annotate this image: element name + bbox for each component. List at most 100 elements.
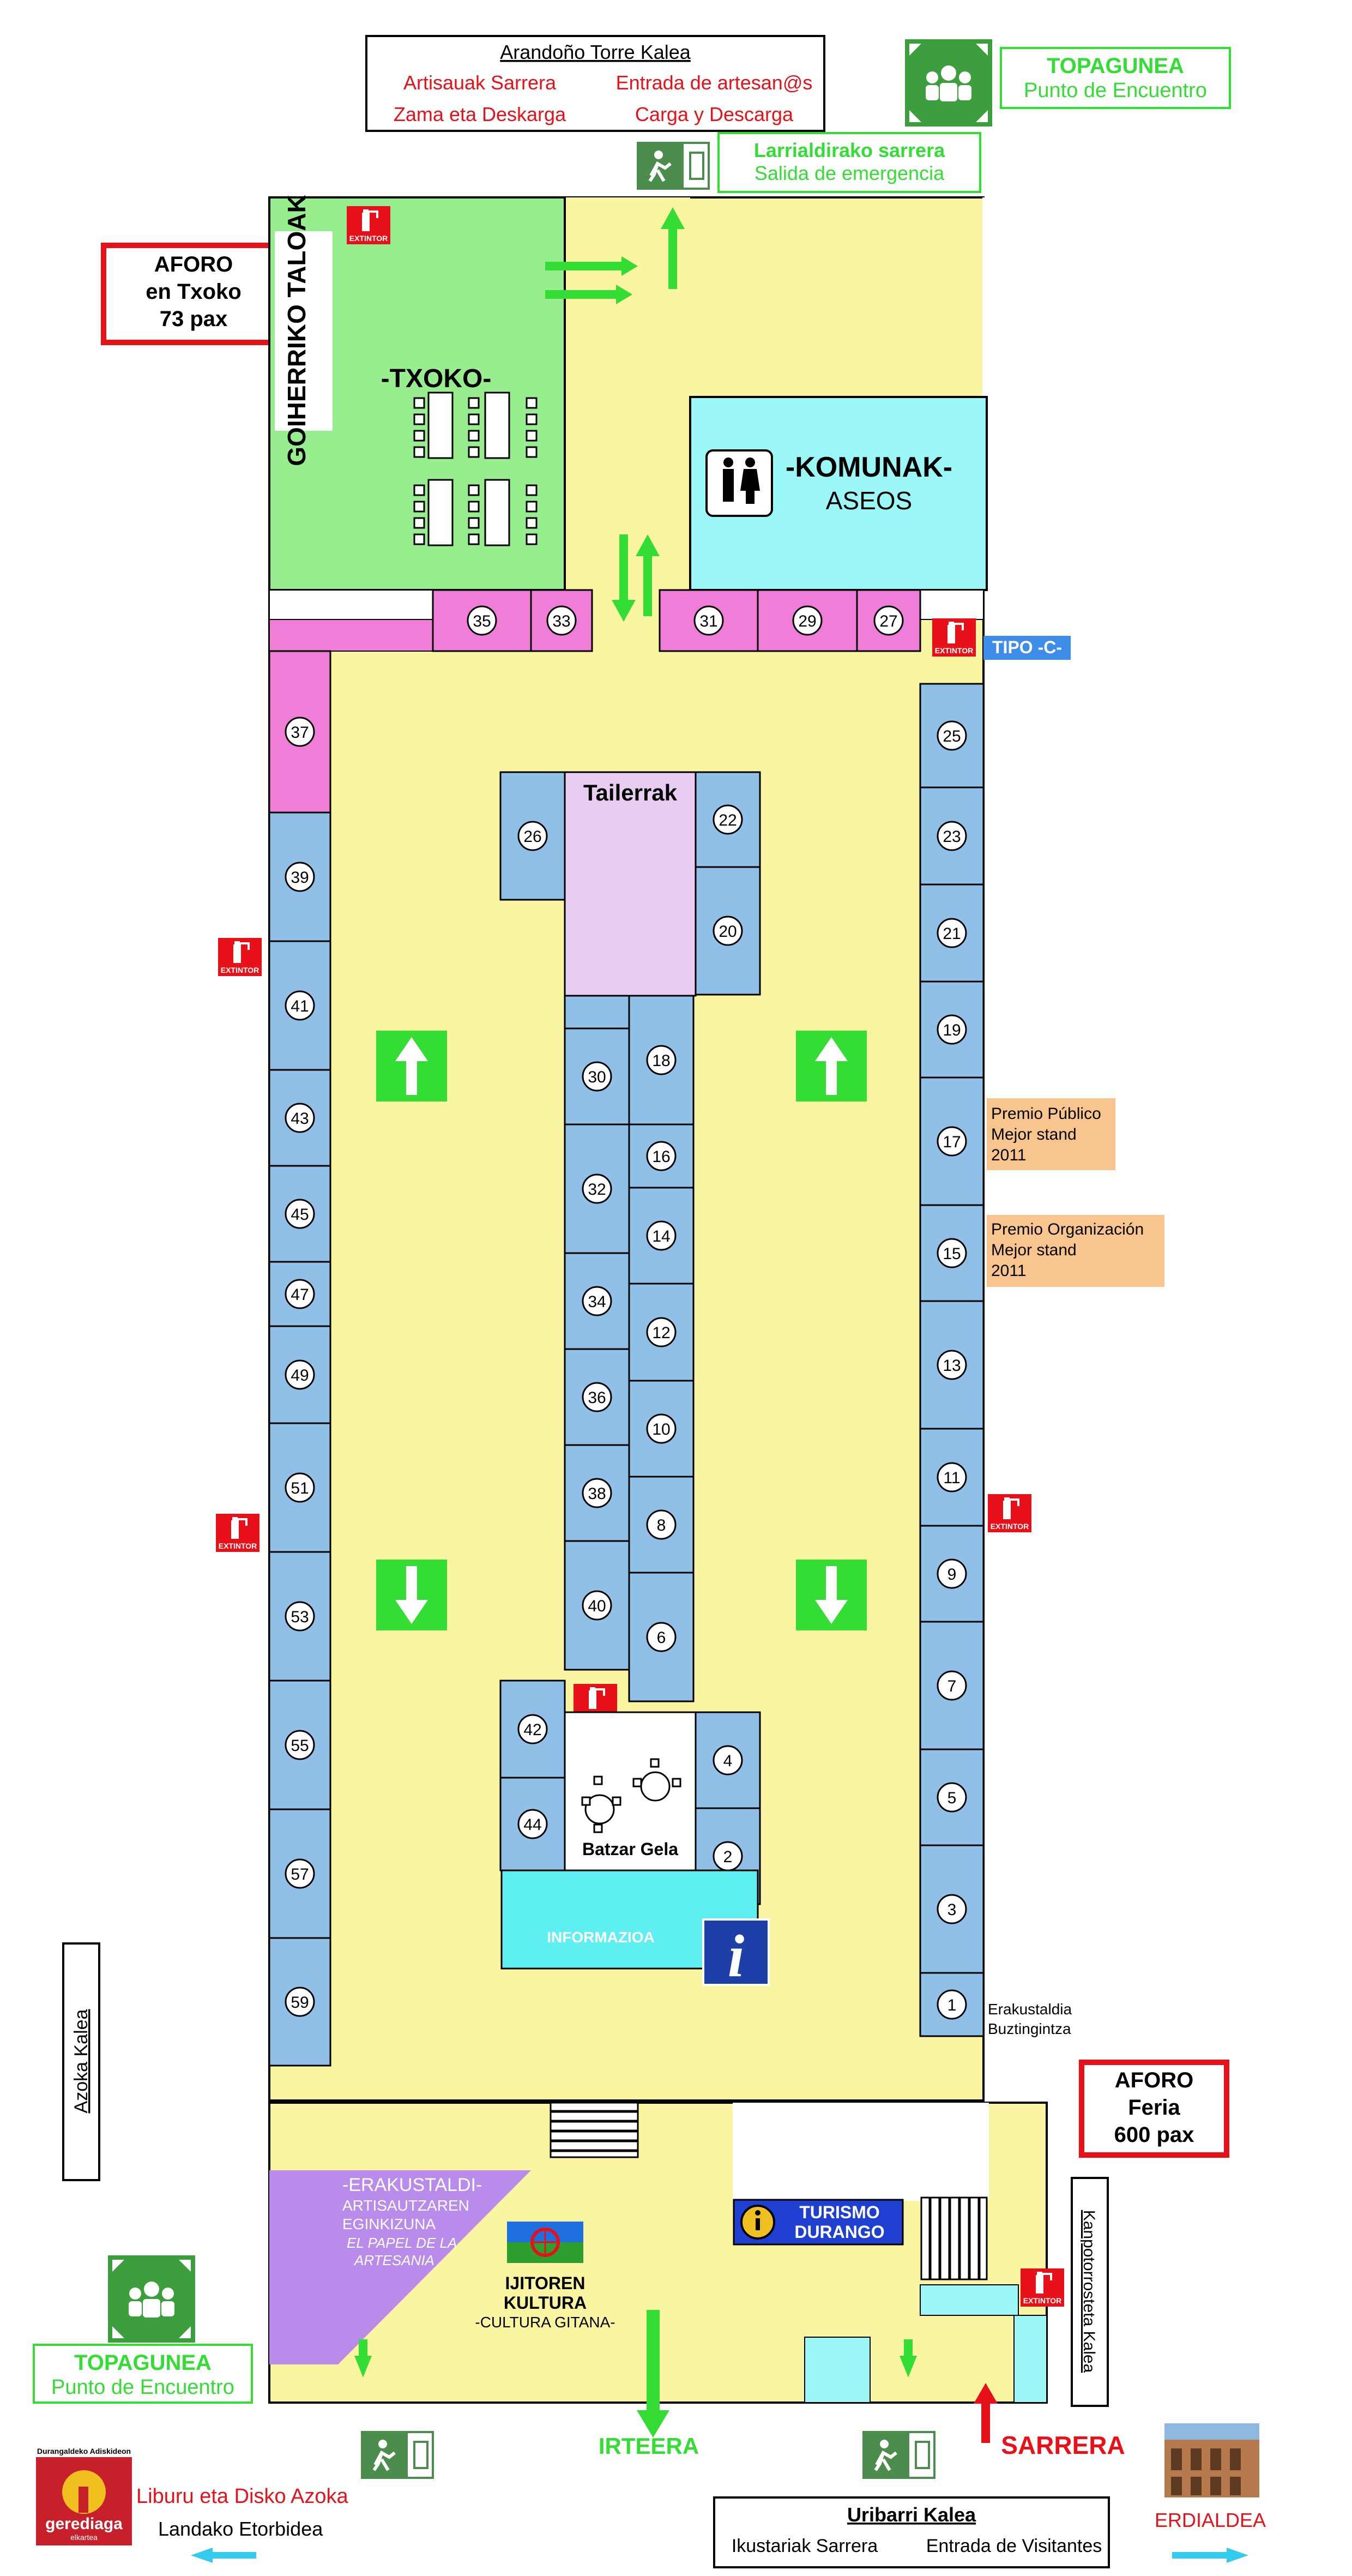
stand-number-badge: [937, 1894, 967, 1924]
stand-14: 14: [628, 1187, 695, 1285]
stand-number-badge: [937, 1782, 967, 1813]
stand-16: 16: [628, 1123, 695, 1189]
stand-25: 25: [919, 683, 985, 789]
irteera-label: IRTEERA: [599, 2433, 699, 2459]
stand-number: 40: [588, 1597, 606, 1615]
stand-1: 1: [919, 1972, 985, 2037]
info-icon: [702, 1918, 770, 1986]
stand-number: 7: [947, 1677, 957, 1695]
stand-number-badge: [285, 990, 315, 1021]
stand-number-badge: [937, 1126, 967, 1157]
stand-number: 19: [943, 1021, 961, 1039]
stand-number-badge: [285, 1279, 315, 1309]
stand-30: 30: [564, 1027, 630, 1126]
stand-number: 15: [943, 1245, 961, 1263]
stand-number: 37: [291, 724, 309, 742]
stand-number-badge: [582, 1478, 612, 1508]
stand-number: 25: [943, 727, 961, 745]
lower-white-area: [733, 2103, 989, 2201]
stand-number: 30: [588, 1068, 606, 1086]
stand-53: 53: [268, 1551, 331, 1682]
erdialdea-label: ERDIALDEA: [1155, 2509, 1266, 2531]
stand-number: 23: [943, 828, 961, 846]
stand-number-badge: [937, 1989, 967, 2020]
award-org-l2: Mejor stand: [991, 1241, 1077, 1259]
goiherriko-taloak: GOIHERRIKO TALOAK: [282, 195, 311, 466]
stand-7: 7: [919, 1621, 985, 1750]
stand-number-badge: [285, 1987, 315, 2017]
komunak-title: -KOMUNAK-: [786, 452, 952, 483]
stand-12: 12: [628, 1283, 695, 1382]
meeting-point-icon: [108, 2255, 195, 2343]
papel-label-1: EL PAPEL DE LA: [347, 2235, 457, 2251]
emergency-exit-eu: Larrialdirako sarrera: [754, 139, 945, 161]
stand-number-badge: [646, 1622, 677, 1652]
txoko-tables: [413, 392, 538, 546]
stairs-icon: [550, 2102, 639, 2158]
stand-number-badge: [285, 717, 315, 747]
erakustaldi-area: [269, 2170, 531, 2364]
stand-18: 18: [628, 995, 695, 1126]
stand-11: 11: [919, 1428, 985, 1527]
stand-number-badge: [467, 605, 497, 636]
stand-number: 8: [657, 1516, 666, 1534]
stand-number: 17: [943, 1133, 961, 1151]
stand-number: 22: [719, 811, 737, 829]
stand-number: 31: [699, 612, 717, 630]
award-public-l1: Premio Público: [991, 1105, 1101, 1123]
flow-arrows-top: [545, 207, 685, 622]
stand-number-badge: [582, 1173, 612, 1204]
stand-number: 41: [291, 997, 309, 1015]
stand-number-badge: [937, 1462, 967, 1492]
capacity-txoko-l3: 73 pax: [160, 307, 228, 331]
stand-number: 12: [652, 1324, 670, 1342]
stand-number: 59: [291, 1994, 309, 2012]
stand-number-badge: [937, 1350, 967, 1380]
stand-number-badge: [646, 1317, 677, 1347]
stand-26: 26: [499, 771, 566, 901]
stand-31: 31: [659, 589, 759, 652]
stand-57: 57: [268, 1808, 331, 1939]
stand-number-badge: [582, 1286, 612, 1316]
arrow-left-icon: [191, 2548, 256, 2563]
stand-number-badge: [937, 821, 967, 851]
eginkizuna-label: EGINKIZUNA: [342, 2216, 436, 2232]
meeting-point-icon: [905, 39, 992, 127]
stand-number: 1: [947, 1996, 957, 2014]
capacity-fair-l1: AFORO: [1115, 2068, 1193, 2092]
stand-number-badge: [285, 1858, 315, 1889]
stand-number: 6: [657, 1629, 666, 1647]
stand-number: 44: [523, 1816, 541, 1834]
tailerrak-area: [564, 771, 697, 997]
stand-number-badge: [582, 1382, 612, 1412]
kanpo-kalea-label: Kanpotorrosteta Kalea: [1080, 2210, 1098, 2373]
stand-36: 36: [564, 1348, 630, 1446]
arrow-up-icon: [376, 1031, 447, 1102]
award-public-l3: 2011: [991, 1146, 1027, 1164]
stand-number-badge: [646, 1220, 677, 1251]
stairs-icon: [920, 2196, 988, 2280]
stand-number: 16: [652, 1148, 670, 1166]
stand-number-badge: [285, 1103, 315, 1133]
stand-number: 35: [473, 612, 491, 630]
stand-29: 29: [757, 589, 858, 652]
papel-label-2: ARTESANIA: [353, 2252, 434, 2268]
stand-number: 32: [588, 1181, 606, 1199]
stand-number: 29: [798, 612, 816, 630]
stand-34: 34: [564, 1252, 630, 1350]
sarrera-label: SARRERA: [1001, 2431, 1125, 2459]
tipo-c-badge: [983, 636, 1071, 660]
stand-number: 38: [588, 1485, 606, 1503]
header-box: Arandoño Torre Kalea Artisauak Sarrera E…: [365, 35, 825, 132]
goiherriko-label-bg: [275, 231, 333, 431]
azoka-kalea-label: Azoka Kalea: [71, 2009, 92, 2113]
award-public-l2: Mejor stand: [991, 1126, 1077, 1143]
stand-13: 13: [919, 1300, 985, 1430]
liburu-label: Liburu eta Disko Azoka: [136, 2485, 349, 2508]
award-org-l1: Premio Organización: [991, 1220, 1144, 1238]
stand-number-badge: [285, 862, 315, 892]
extinguisher-icon: [217, 937, 263, 977]
capacity-txoko-l2: en Txoko: [146, 280, 242, 304]
stand-number: 33: [552, 612, 570, 630]
stand-22: 22: [695, 771, 761, 868]
